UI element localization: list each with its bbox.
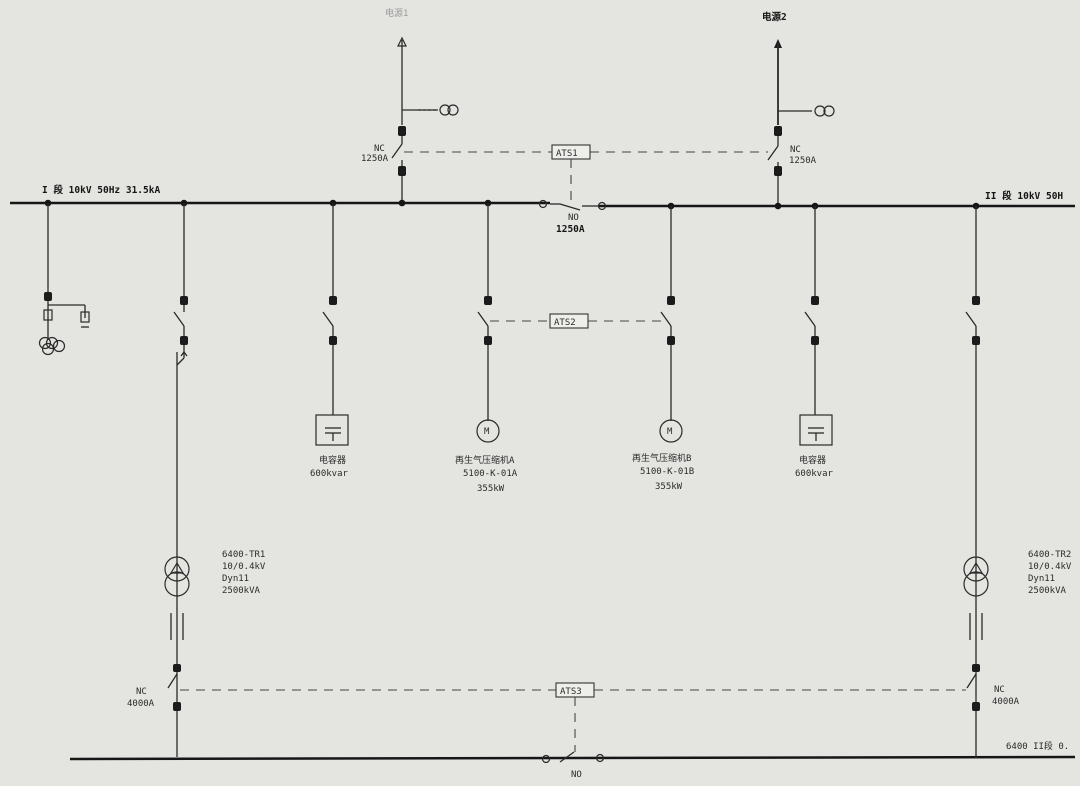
ct-1a-icon xyxy=(439,104,451,116)
capacitor-feeder-1: 电容器 600kvar xyxy=(310,203,349,479)
motor-a-icon xyxy=(476,419,500,443)
incomer-2-lower-contact-icon xyxy=(774,166,782,176)
tr2-feeder: 6400-TR2 10/0.4kV Dyn11 2500kVA NC 4000A xyxy=(963,206,1072,758)
lv-tie-state: NO xyxy=(571,770,582,780)
motor-a-name: 再生气压缩机A xyxy=(455,454,515,466)
tr1-rating: 2500kVA xyxy=(222,586,261,596)
tr1-feeder: 6400-TR1 10/0.4kV Dyn11 2500kVA NC 4000A xyxy=(127,203,266,757)
lv1-rating: 4000A xyxy=(127,699,155,709)
incomer-1-rating: 1250A xyxy=(361,154,389,164)
ats2-label: ATS2 xyxy=(554,318,576,328)
incomer-2-rating: 1250A xyxy=(789,156,817,166)
motor-b-symbol: M xyxy=(667,427,673,437)
pt-feeder xyxy=(38,203,90,356)
motor-a-symbol: M xyxy=(484,427,490,437)
capacitor-1-rating: 600kvar xyxy=(310,469,349,479)
tr1-breaker-icon xyxy=(173,311,185,327)
motor-b-icon xyxy=(659,419,683,443)
tr1-secondary-winding-icon xyxy=(164,571,190,597)
lv2-breaker-icon xyxy=(966,673,977,689)
incomer-2-upper-contact-icon xyxy=(774,126,782,136)
lv-bus-tie: NO xyxy=(541,751,605,780)
ct-2b-icon xyxy=(823,105,835,117)
tr2-tag: 6400-TR2 xyxy=(1028,550,1071,560)
lv2-rating: 4000A xyxy=(992,697,1020,707)
cap1-breaker-icon xyxy=(322,311,334,327)
lv-tie-switch-icon xyxy=(559,751,575,763)
bus-tie-switch-icon xyxy=(559,203,581,211)
motor-b-tag: 5100-K-01B xyxy=(640,467,694,477)
tr2-rating: 2500kVA xyxy=(1028,586,1067,596)
tr1-tag: 6400-TR1 xyxy=(222,550,265,560)
capacitor-1-name: 电容器 xyxy=(319,454,346,466)
bus-tie-breaker: NO 1250A xyxy=(538,199,607,235)
ct-1b-icon xyxy=(447,104,459,116)
ats1-label: ATS1 xyxy=(556,149,578,159)
motor-a-power: 355kW xyxy=(477,484,505,494)
bus-section-1-label: I 段 10kV 50Hz 31.5kA xyxy=(42,184,160,196)
cap2-breaker-icon xyxy=(804,311,816,327)
bus-section-2-label: II 段 10kV 50H xyxy=(985,190,1063,202)
motor-a-tag: 5100-K-01A xyxy=(463,469,518,479)
motor-a-feeder: M 再生气压缩机A 5100-K-01A 355kW xyxy=(455,203,518,494)
motor-b-name: 再生气压缩机B xyxy=(632,452,691,464)
ats3-label: ATS3 xyxy=(560,687,582,697)
lv1-breaker-icon xyxy=(167,673,178,689)
tr2-vector: Dyn11 xyxy=(1028,574,1055,584)
incomer-1-breaker-icon xyxy=(391,143,403,159)
bus-tie-rating: 1250A xyxy=(556,224,585,235)
arrester-icon xyxy=(80,311,90,323)
motor-b-breaker-icon xyxy=(660,311,672,327)
tr1-primary-winding-icon xyxy=(164,556,190,582)
lv2-state: NC xyxy=(994,685,1005,695)
source-2-label: 电源2 xyxy=(762,11,787,23)
capacitor-2-name: 电容器 xyxy=(799,454,826,466)
incomer-2-state: NC xyxy=(790,145,801,155)
motor-b-feeder: M 再生气压缩机B 5100-K-01B 355kW xyxy=(632,206,694,492)
motor-a-breaker-icon xyxy=(477,311,489,327)
tr2-breaker-icon xyxy=(965,311,977,327)
pt-fuse-icon xyxy=(43,309,53,321)
incomer-2: 电源2 NC 1250A xyxy=(762,11,835,206)
tr2-primary-winding-icon xyxy=(963,556,989,582)
bus-tie-state: NO xyxy=(568,213,579,223)
bus-junctions xyxy=(44,199,980,210)
incomer-1-lower-contact-icon xyxy=(398,166,406,176)
motor-b-power: 355kW xyxy=(655,482,683,492)
capacitor-1-icon xyxy=(315,414,349,446)
tr1-ratio: 10/0.4kV xyxy=(222,562,266,572)
incomer-1: 电源1 NC 1250A xyxy=(361,7,459,203)
lv-bus-label: 6400 II段 0. xyxy=(1006,740,1069,752)
lv-busbar xyxy=(69,755,1076,761)
capacitor-feeder-2: 电容器 600kvar xyxy=(795,206,834,479)
capacitor-2-rating: 600kvar xyxy=(795,469,834,479)
incomer-1-upper-contact-icon xyxy=(398,126,406,136)
tr2-ratio: 10/0.4kV xyxy=(1028,562,1072,572)
incomer-1-state: NC xyxy=(374,144,385,154)
incomer-2-breaker-icon xyxy=(767,145,779,161)
source-1-label: 电源1 xyxy=(385,7,408,19)
pt-icon xyxy=(38,336,52,350)
ats2-box xyxy=(549,313,589,329)
tr1-vector: Dyn11 xyxy=(222,574,249,584)
lv1-state: NC xyxy=(136,687,147,697)
tr2-secondary-winding-icon xyxy=(963,571,989,597)
ct-2a-icon xyxy=(814,105,826,117)
capacitor-2-icon xyxy=(799,414,833,446)
